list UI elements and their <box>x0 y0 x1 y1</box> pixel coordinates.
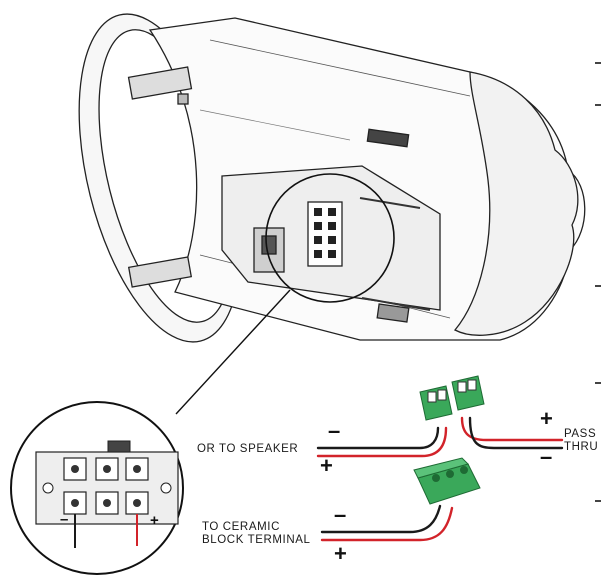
rear-cap <box>453 71 579 336</box>
ceramic-block-label: TO CERAMIC BLOCK TERMINAL <box>202 521 311 547</box>
rear-bottom-tab <box>376 303 410 323</box>
edge-mark <box>595 62 601 64</box>
pass-thru-connectors <box>419 375 485 421</box>
ceramic-plus-sign: + <box>334 541 347 566</box>
bottom-clamp <box>127 256 193 288</box>
terminal-strip-holes <box>314 208 336 258</box>
pass-thru-plus-sign: + <box>540 406 553 431</box>
connector-left-screw <box>437 389 447 401</box>
ceramic-wire-positive <box>320 506 454 542</box>
terminal-block-jumper <box>107 440 131 453</box>
speaker-wire-negative <box>316 426 440 450</box>
panel-rail <box>359 197 421 209</box>
mount-hole-right <box>160 482 172 494</box>
terminal-screw-slots <box>71 465 141 507</box>
ceramic-wire-negative <box>320 504 442 534</box>
ceramic-connector <box>413 457 481 505</box>
edge-mark <box>595 285 601 287</box>
panel-rail <box>361 297 431 311</box>
pass-thru-wire-positive <box>460 416 564 442</box>
ceramic-minus-sign: – <box>334 502 347 527</box>
top-clamp <box>127 66 193 100</box>
or-to-speaker-label: OR TO SPEAKER <box>197 443 299 455</box>
edge-mark <box>595 382 601 384</box>
rear-badge <box>366 128 410 148</box>
speaker-wires <box>316 416 564 458</box>
speaker-plus-sign: + <box>320 453 333 478</box>
ceramic-connector-screw <box>460 466 468 474</box>
ceramic-connector-screw <box>446 470 454 478</box>
speaker-minus-sign: – <box>328 418 341 443</box>
pass-thru-label-line2: THRU <box>564 441 599 453</box>
speaker-wire-positive <box>316 426 448 458</box>
terminal-strip <box>307 201 343 267</box>
top-clamp-screw <box>177 93 189 105</box>
connector-right-screw <box>467 379 477 391</box>
pass-thru-minus-sign: – <box>540 444 553 469</box>
mount-hole-left <box>42 482 54 494</box>
tap-switch <box>253 227 285 273</box>
connector-left-screw <box>427 391 437 403</box>
speaker-can <box>78 13 586 343</box>
ceramic-wires <box>320 504 454 542</box>
pass-thru-wire-negative <box>468 416 564 450</box>
detail-plus-sign: + <box>150 512 159 529</box>
ceramic-connector-screw <box>432 474 440 482</box>
detail-minus-sign: – <box>60 511 69 528</box>
body-line <box>209 39 471 97</box>
ceramic-block-label-line1: TO CERAMIC <box>202 521 280 533</box>
tap-switch-knob <box>261 235 277 255</box>
detail-callout-circle <box>265 173 395 303</box>
ceramic-block-label-line2: BLOCK TERMINAL <box>202 534 311 546</box>
edge-mark <box>595 500 601 502</box>
body-line <box>199 109 351 141</box>
terminal-detail <box>10 401 184 575</box>
connector-left <box>419 385 453 421</box>
edge-mark <box>595 104 601 106</box>
pass-thru-label: PASS THRU <box>564 428 598 454</box>
ceramic-connector-top <box>413 457 469 479</box>
connector-right-screw <box>457 381 467 393</box>
pass-thru-label-line1: PASS <box>564 428 597 440</box>
detail-leader-line <box>175 289 291 415</box>
